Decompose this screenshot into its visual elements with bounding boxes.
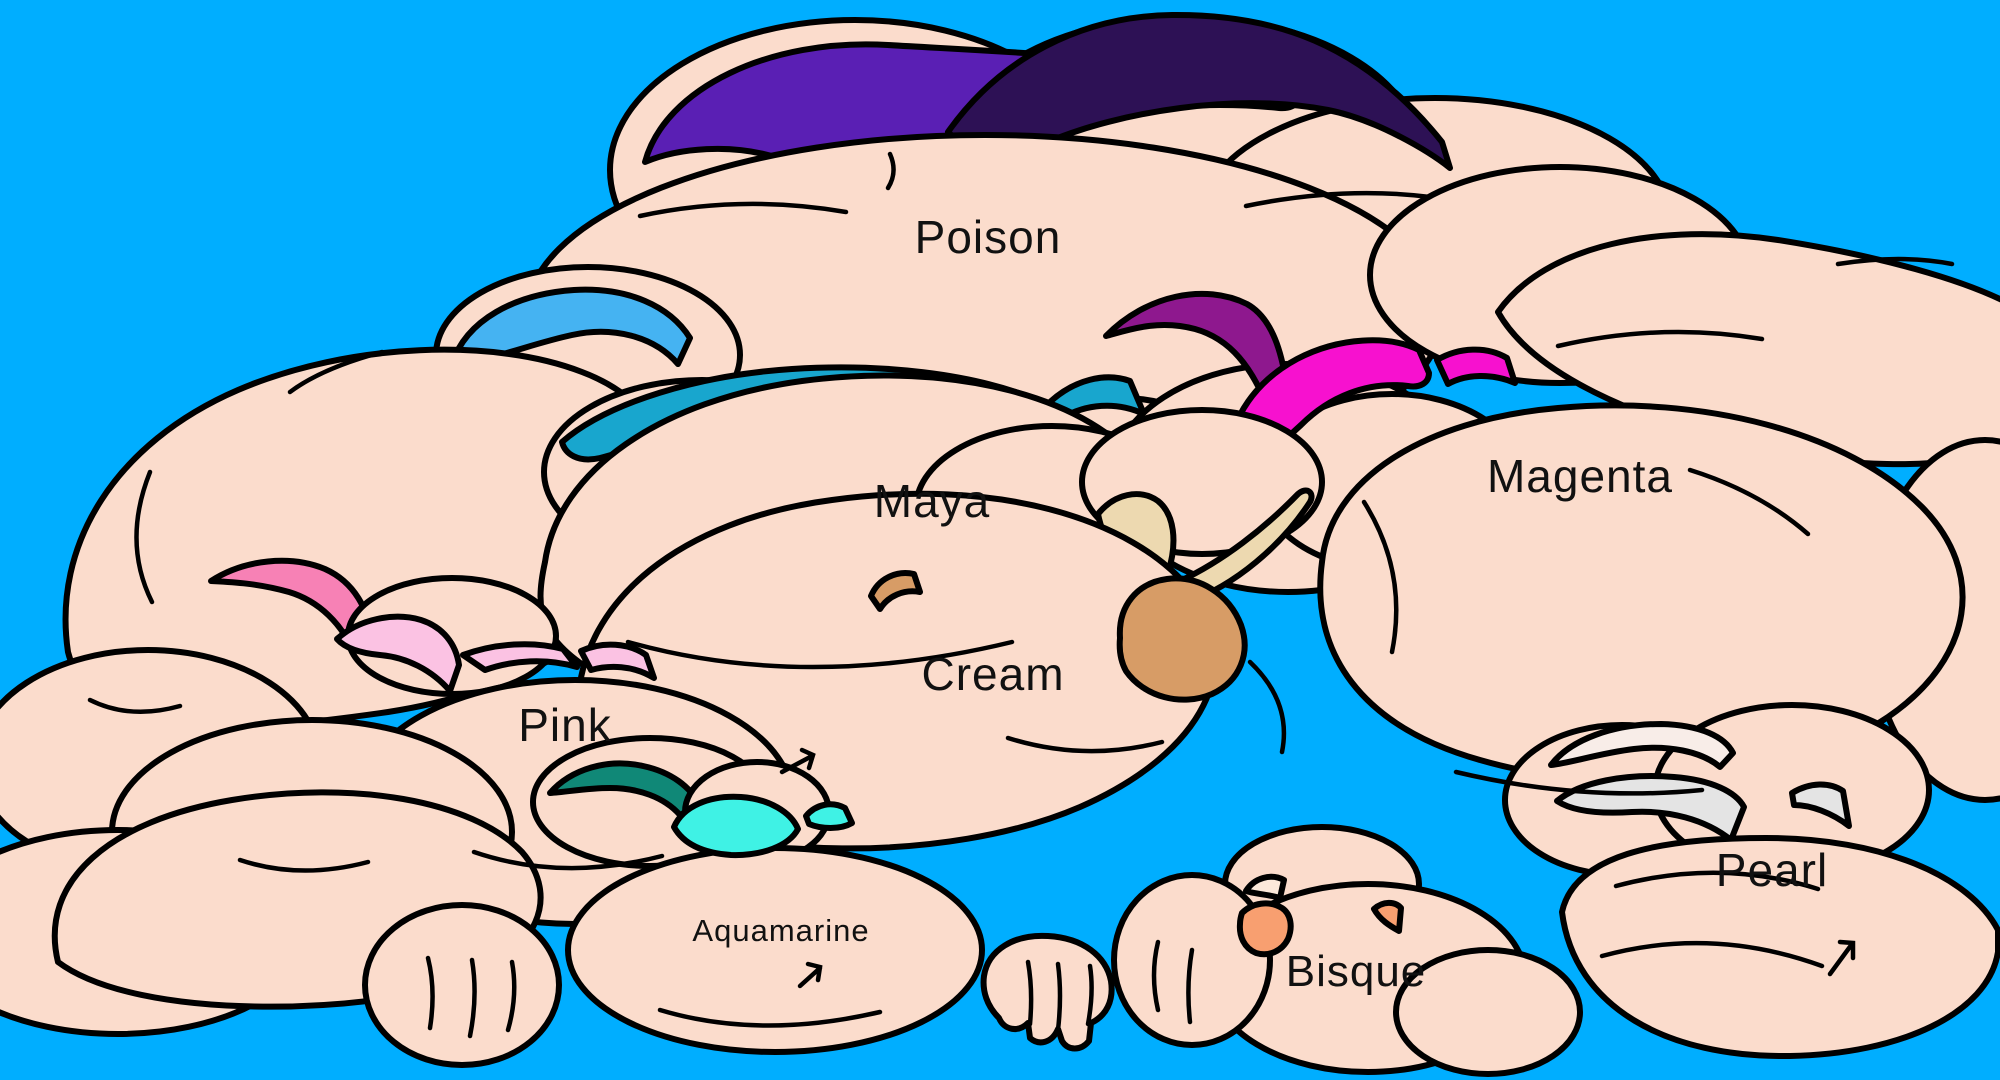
pink-label: Pink [518,699,611,751]
crease-line [134,469,155,605]
crease-line [637,201,849,219]
crease-line [1453,769,1705,796]
crease-line [1555,329,1765,349]
crease-line [885,151,896,191]
center-hand [980,932,1115,1052]
cream-label: Cream [921,648,1064,700]
magenta-label-mound [1317,402,1966,785]
crease-line [287,349,385,395]
pink-band-left [334,613,462,694]
crease-line [237,857,371,873]
crease-line [1599,940,1825,969]
bisque-light-patch [1243,873,1287,901]
cream-tan-crescent [868,570,923,612]
crease-line [87,697,183,715]
pink-band-right [578,641,657,681]
aquamarine-lens-big [671,793,801,859]
crease-line [1243,190,1433,209]
crease-line [1835,256,1955,267]
finger-crease [1186,947,1195,1025]
crease-line [1247,659,1287,755]
arrow-crease [1827,939,1856,977]
arrow-crease [797,961,823,989]
finger-crease [1025,959,1034,1027]
blob-pile [0,11,2000,1077]
aquamarine-lens-small [803,801,855,831]
cream-tan-blob [1116,575,1248,703]
maya-light-band [449,286,693,367]
crease-line [1687,467,1811,537]
arrow-crease [779,747,816,775]
finger-crease [1151,939,1161,1013]
bisque-label: Bisque [1286,947,1427,996]
crease-line [1361,499,1399,655]
crease-line [471,849,665,871]
finger-crease [467,957,477,1039]
maya-label: Maya [874,475,990,527]
aquamarine-label-mound [565,845,985,1055]
aquamarine-label: Aquamarine [692,913,869,948]
crease-line [657,1007,883,1028]
poison-label: Poison [915,211,1062,263]
finger-crease [425,955,435,1031]
finger-crease [505,959,517,1033]
color-labels: Poison Maya Magenta Pink Cream Aquamarin… [518,211,1828,996]
pearl-gray-lobe [1789,781,1852,829]
bisque-foot-blob [1393,947,1583,1077]
crease-line [625,639,1015,670]
magenta-label: Magenta [1487,450,1673,502]
left-fist-blob [362,902,562,1068]
finger-crease [1085,963,1094,1027]
bisque-orange-right [1371,899,1404,934]
pearl-light-band [1548,721,1736,770]
magenta-bright-lobe [1434,346,1518,387]
pink-band-mid [460,641,580,673]
pearl-label: Pearl [1716,844,1828,896]
crease-line [1613,870,1821,892]
crease-lines [87,151,1955,1039]
pearl-label-mound [1559,835,2000,1060]
crease-line [1005,735,1165,754]
finger-crease [1055,961,1063,1033]
bisque-orange-left [1236,900,1294,958]
